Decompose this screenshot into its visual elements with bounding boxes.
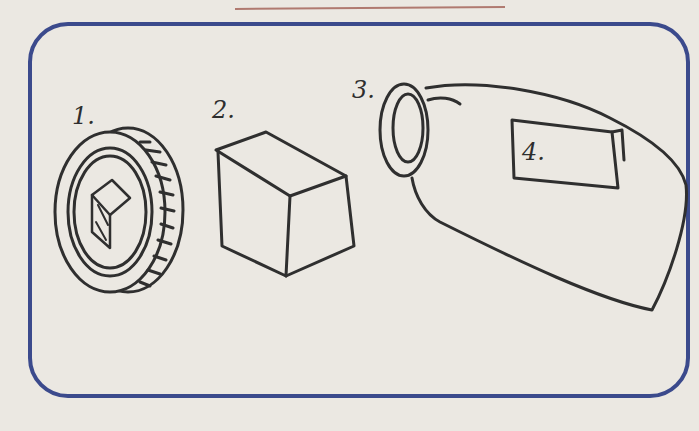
ring-cap <box>55 128 183 292</box>
frame <box>30 24 688 396</box>
callout-number: 3. <box>352 78 375 102</box>
cylinder-body <box>380 84 686 310</box>
callout-number: 2. <box>212 98 235 122</box>
window <box>512 120 618 188</box>
ruled-line <box>235 7 505 9</box>
callout-number: 1. <box>72 104 95 128</box>
cube <box>216 132 354 276</box>
callout-number: 4. <box>522 140 545 164</box>
